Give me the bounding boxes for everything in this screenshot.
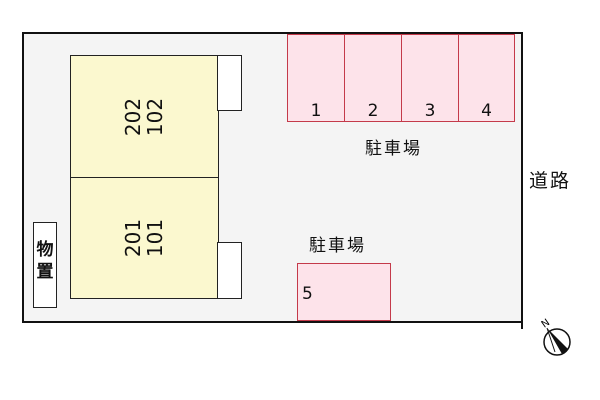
parking-label: 駐車場 (365, 139, 422, 159)
parking-label: 駐車場 (309, 236, 366, 256)
unit-number-lower: 101 (143, 218, 168, 258)
unit-number-lower: 102 (143, 97, 168, 136)
parking-space-2: 2 (344, 34, 402, 122)
parking-number: 3 (424, 101, 436, 121)
parking-space-1: 1 (287, 34, 345, 122)
lot-border-extension (521, 320, 523, 329)
parking-number: 4 (481, 101, 492, 121)
parking-number: 1 (310, 101, 322, 121)
north-arrow-icon: N (540, 317, 571, 356)
unit-number-upper: 202 (121, 97, 146, 136)
unit-number-upper: 201 (121, 218, 146, 258)
parking-space-4: 4 (458, 34, 515, 122)
balcony-lower (217, 242, 242, 299)
storage-label: 物置 (36, 240, 54, 282)
parking-space-5: 5 (297, 263, 391, 321)
road-label: 道路 (529, 170, 572, 192)
compass-label: N (540, 317, 552, 330)
parking-space-3: 3 (401, 34, 459, 122)
parking-number: 5 (302, 284, 313, 304)
storage-shed: 物置 (33, 222, 57, 308)
parking-number: 2 (367, 101, 379, 121)
balcony-upper (217, 55, 242, 111)
